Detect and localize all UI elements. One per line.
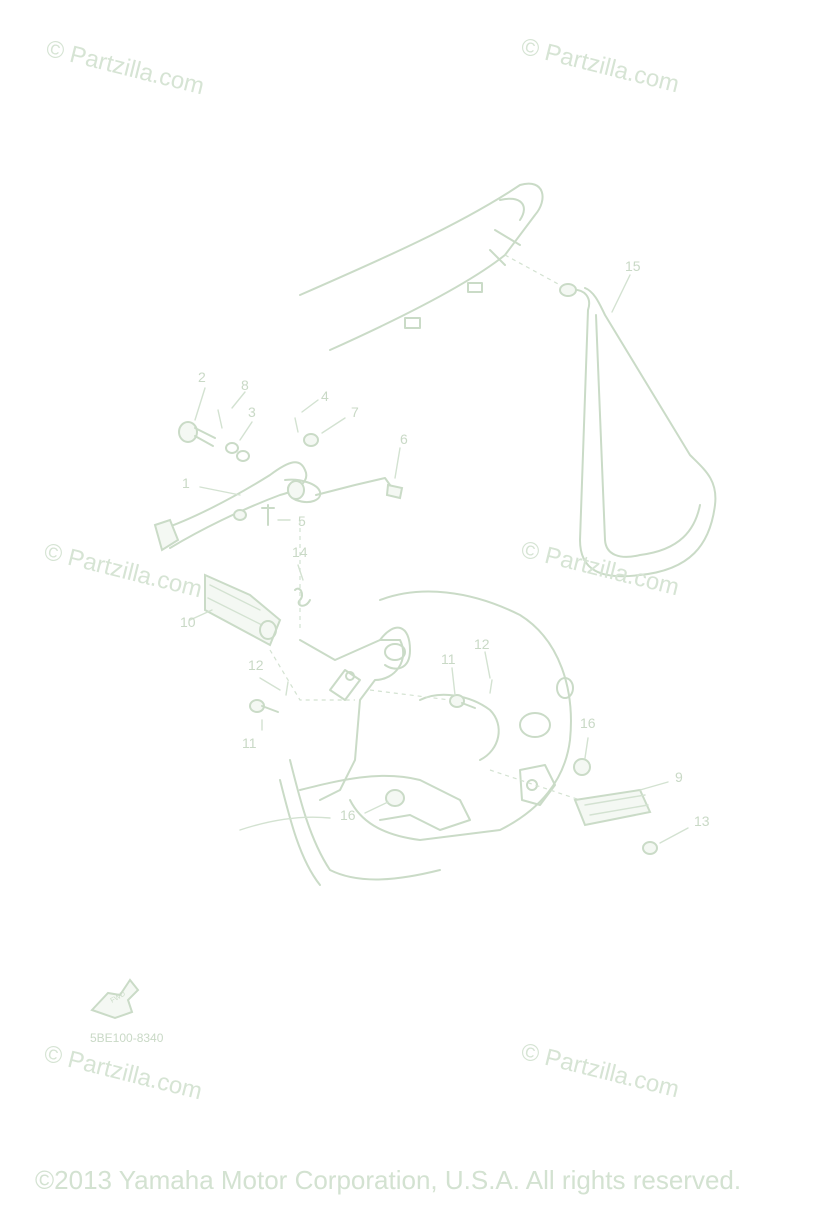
left-footrest: [204, 573, 282, 647]
grab-bar-end-cap: [559, 283, 577, 297]
callout-12: 12: [248, 657, 264, 673]
engine-plug: [519, 712, 551, 738]
callout-6: 6: [400, 431, 408, 447]
callout-9: 9: [675, 769, 683, 785]
callout-2: 2: [198, 369, 206, 385]
footrest-bracket: [299, 639, 405, 801]
clip-13: [642, 841, 658, 855]
callout-7: 7: [351, 404, 359, 420]
lower-frame: [279, 759, 441, 886]
spring-hook-5: [261, 504, 275, 526]
fwd-arrow: [90, 978, 140, 1020]
frame-rail-inner: [489, 197, 525, 266]
callout-16: 16: [580, 715, 596, 731]
copyright-notice: ©2013 Yamaha Motor Corporation, U.S.A. A…: [35, 1165, 742, 1195]
callout-14: 14: [292, 544, 308, 560]
pedal-pivot: [287, 480, 305, 500]
washer-7: [303, 433, 319, 447]
frame-rail: [299, 182, 544, 351]
diagram-code: 5BE100-8340: [90, 1031, 164, 1045]
bolt-11-right: [449, 694, 465, 708]
right-footrest: [573, 788, 652, 827]
callout-10: 10: [180, 614, 196, 630]
callout-13: 13: [694, 813, 710, 829]
washer-3b: [236, 450, 250, 462]
callout-4: 4: [321, 388, 329, 404]
callout-3: 3: [248, 404, 256, 420]
callout-8: 8: [241, 377, 249, 393]
grab-bar: [569, 287, 717, 578]
brake-rod: [315, 477, 396, 496]
collar-16-lower: [385, 789, 405, 807]
pivot-bolt: [178, 421, 198, 443]
washer-3a: [225, 442, 239, 454]
bracket-hole: [384, 643, 406, 661]
callout-15: 15: [625, 258, 641, 274]
callout-1: 1: [182, 475, 190, 491]
callout-11: 11: [441, 651, 456, 667]
callout-5: 5: [298, 513, 306, 529]
seat-bracket: [404, 282, 483, 329]
collar-16-right: [573, 758, 591, 776]
return-spring-14: [294, 587, 311, 607]
callout-16: 16: [340, 807, 356, 823]
callout-12: 12: [474, 636, 490, 652]
right-footrest-mount: [519, 764, 556, 806]
engine-case: [349, 590, 572, 841]
callout-11: 11: [242, 735, 257, 751]
brake-pedal: [159, 461, 308, 549]
